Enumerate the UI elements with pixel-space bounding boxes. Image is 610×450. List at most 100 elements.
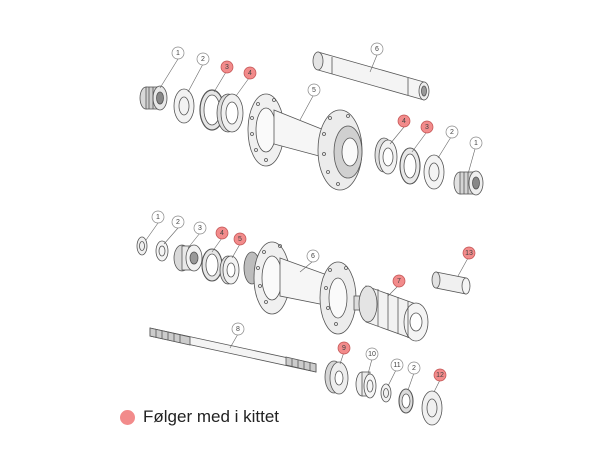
axle-top-part	[312, 51, 430, 101]
callout-c-top-3a: 3	[220, 60, 234, 74]
callout-circle	[171, 46, 185, 60]
callout-number: 2	[450, 129, 454, 136]
callout-number: 2	[201, 56, 205, 63]
callout-circle	[392, 274, 406, 288]
hub-shell-bottom-part	[243, 241, 357, 335]
callout-c-bot-2b: 2	[407, 361, 421, 375]
end-cap-right-part	[453, 170, 484, 196]
callout-c-bot-8: 8	[231, 322, 245, 336]
callout-number: 1	[474, 140, 478, 147]
spacer-ring-bottom-left-part	[136, 236, 148, 256]
callout-circle	[370, 42, 384, 56]
callout-circle	[420, 120, 434, 134]
callout-number: 12	[436, 372, 444, 379]
hub-shell-top-part	[247, 93, 363, 191]
callout-c-bot-12: 12	[433, 368, 447, 382]
callout-c-bot-4: 4	[215, 226, 229, 240]
callout-number: 2	[412, 365, 416, 372]
callout-c-top-1b: 1	[469, 136, 483, 150]
callout-c-bot-9: 9	[337, 341, 351, 355]
leader-lines	[145, 54, 476, 393]
callout-circle	[306, 249, 320, 263]
bearing-bottom-left-part	[219, 255, 240, 285]
callout-c-top-6: 6	[370, 42, 384, 56]
seal-top-right-part	[399, 147, 421, 185]
legend-kit-dot	[120, 409, 135, 425]
callout-c-bot-6: 6	[306, 249, 320, 263]
callout-c-bot-13: 13	[462, 246, 476, 260]
callout-circle	[233, 232, 247, 246]
callout-circle	[196, 52, 210, 66]
callout-c-bot-3: 3	[193, 221, 207, 235]
callout-c-bot-2a: 2	[171, 215, 185, 229]
callout-c-top-3b: 3	[420, 120, 434, 134]
callout-circle	[171, 215, 185, 229]
callout-number: 2	[176, 219, 180, 226]
callout-circle	[365, 347, 379, 361]
callout-c-top-2b: 2	[445, 125, 459, 139]
callout-c-top-1a: 1	[171, 46, 185, 60]
callout-circle	[243, 66, 257, 80]
callout-c-top-5: 5	[307, 83, 321, 97]
bearing-top-left-part	[216, 93, 244, 133]
callout-c-bot-10: 10	[365, 347, 379, 361]
adapter-part	[431, 271, 471, 295]
callout-number: 5	[238, 236, 242, 243]
axle-bottom-part	[149, 327, 317, 373]
callout-circle	[433, 368, 447, 382]
callout-number: 4	[402, 118, 406, 125]
callout-circle	[215, 226, 229, 240]
freehub-body-part	[353, 285, 429, 342]
callout-number: 6	[375, 46, 379, 53]
callout-circle	[151, 210, 165, 224]
callout-circle	[231, 322, 245, 336]
callout-number: 8	[236, 326, 240, 333]
callout-number: 1	[156, 214, 160, 221]
callout-c-top-4a: 4	[243, 66, 257, 80]
legend-label: Følger med i kittet	[143, 407, 280, 426]
callout-number: 11	[393, 362, 400, 369]
callout-number: 7	[397, 278, 401, 285]
bearing-bottom-9-part	[324, 360, 349, 395]
end-cap-12-part	[421, 390, 443, 426]
callout-number: 4	[248, 70, 252, 77]
callout-number: 3	[225, 64, 229, 71]
seal-bottom-left-part	[201, 248, 223, 282]
callout-circle	[390, 358, 404, 372]
callout-number: 13	[465, 250, 473, 257]
bearing-top-right-part	[374, 137, 398, 175]
callout-circle	[407, 361, 421, 375]
callout-c-bot-7: 7	[392, 274, 406, 288]
callout-circle	[469, 136, 483, 150]
callout-circle	[193, 221, 207, 235]
spacer-ring-bottom-right-part	[398, 388, 414, 414]
callout-number: 10	[368, 351, 376, 358]
legend: Følger med i kittet	[120, 407, 279, 427]
callout-c-bot-1a: 1	[151, 210, 165, 224]
callout-number: 3	[198, 225, 202, 232]
callout-circle	[397, 114, 411, 128]
end-cap-left-part	[139, 85, 168, 111]
callout-circle	[462, 246, 476, 260]
callout-circle	[337, 341, 351, 355]
ring-11-part	[380, 383, 392, 403]
spacer-ring-top-right-part	[423, 154, 445, 190]
callout-number: 9	[342, 345, 346, 352]
callout-circle	[307, 83, 321, 97]
callout-number: 1	[176, 50, 180, 57]
callout-c-top-2a: 2	[196, 52, 210, 66]
callout-c-top-4b: 4	[397, 114, 411, 128]
spacer-ring-top-left-part	[173, 88, 195, 124]
callout-number: 3	[425, 124, 429, 131]
callout-number: 5	[312, 87, 316, 94]
callout-number: 6	[311, 253, 315, 260]
callout-c-bot-5: 5	[233, 232, 247, 246]
callout-circle	[445, 125, 459, 139]
washer-bottom-left-part	[155, 240, 169, 262]
callout-c-bot-11: 11	[390, 358, 404, 372]
callout-circle	[220, 60, 234, 74]
callout-number: 4	[220, 230, 224, 237]
